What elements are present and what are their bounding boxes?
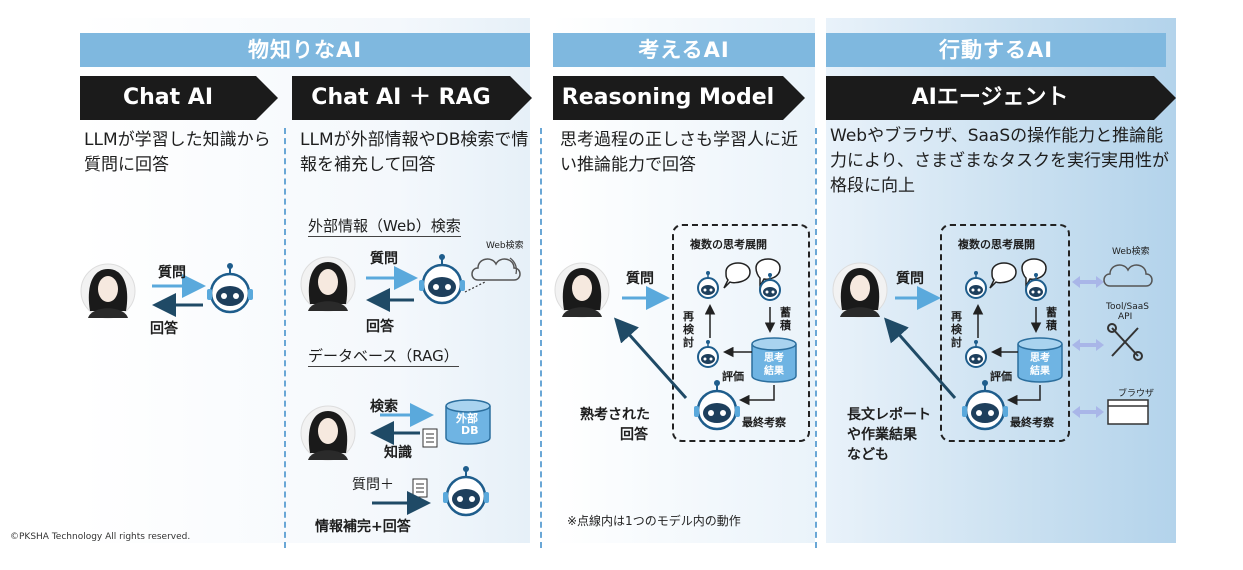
col4-report-label-3: なども [847,447,889,463]
col3-final-thought-label: 最終考察 [742,416,786,429]
col4-result-label-1: 思考 [1030,353,1050,364]
col2-db-label-2: DB [461,424,479,437]
reasoning-note: ※点線内は1つのモデル内の動作 [567,514,741,528]
col3-reexamine-label: 再検討 [683,310,694,349]
col3-accumulate-label: 蓄積 [780,306,791,332]
col2-db-label-1: 外部 [456,412,478,425]
tool-web-search-label: Web検索 [1112,247,1150,257]
description-chat-ai: LLMが学習した知識から質問に回答 [84,130,271,175]
col4-reexamine-label: 再検討 [951,310,962,349]
section-web-search: 外部情報（Web）検索 [308,217,461,237]
col4-report-label-2: や作業結果 [847,427,917,443]
category-acting-ai: 行動するAI [826,33,1166,67]
col4-final-thought-label: 最終考察 [1010,416,1054,429]
header-chat-ai-rag: Chat AI ＋ RAG [292,76,532,120]
col4-report-label-1: 長文レポート [847,407,931,423]
col3-question-label: 質問 [626,271,654,287]
col3-multi-thought-label: 複数の思考展開 [690,238,767,251]
col2-info-answer-label: 情報補完+回答 [315,519,411,535]
column-divider [815,128,817,548]
reasoning-model-boundary [672,224,810,442]
col3-result-label-1: 思考 [764,353,784,364]
header-chat-ai: Chat AI [80,76,278,120]
col2-question-plus-label: 質問＋ [352,477,394,493]
col3-deliberate-label-1: 熟考された [580,407,650,423]
col3-deliberate-label-2: 回答 [620,427,648,443]
col2-answer-label: 回答 [366,319,394,335]
description-chat-ai-rag: LLMが外部情報やDB検索で情報を補充して回答 [300,130,529,175]
col4-result-label-2: 結果 [1030,366,1050,377]
tool-saas-label-1: Tool/SaaS [1106,302,1149,312]
tool-saas-label-2: API [1118,312,1133,322]
col3-evaluate-label: 評価 [722,370,744,383]
header-ai-agent: AIエージェント [826,76,1176,120]
category-knowledge-ai: 物知りなAI [80,33,530,67]
col3-result-label-2: 結果 [764,366,784,377]
col1-answer-label: 回答 [150,321,178,337]
col4-accumulate-label: 蓄積 [1046,306,1057,332]
category-thinking-ai: 考えるAI [553,33,815,67]
copyright: ©PKSHA Technology All rights reserved. [10,532,191,542]
col2-web-search-label: Web検索 [486,241,524,251]
col2-search-label: 検索 [370,399,398,415]
description-ai-agent: Webやブラウザ、SaaSの操作能力と推論能力により、さまざまなタスクを実行実用… [830,126,1169,196]
tool-browser-label: ブラウザ [1118,389,1155,399]
col1-question-label: 質問 [158,265,186,281]
section-rag: データベース（RAG） [308,347,459,367]
header-reasoning-model: Reasoning Model [553,76,805,120]
col2-knowledge-label: 知識 [384,445,412,461]
column-divider [540,128,542,548]
col2-question-label: 質問 [370,251,398,267]
col4-multi-thought-label: 複数の思考展開 [958,238,1035,251]
col4-question-label: 質問 [896,271,924,287]
col4-evaluate-label: 評価 [990,370,1012,383]
description-reasoning-model: 思考過程の正しさも学習人に近い推論能力で回答 [560,130,798,175]
column-divider [284,128,286,548]
agent-model-boundary [940,224,1070,442]
